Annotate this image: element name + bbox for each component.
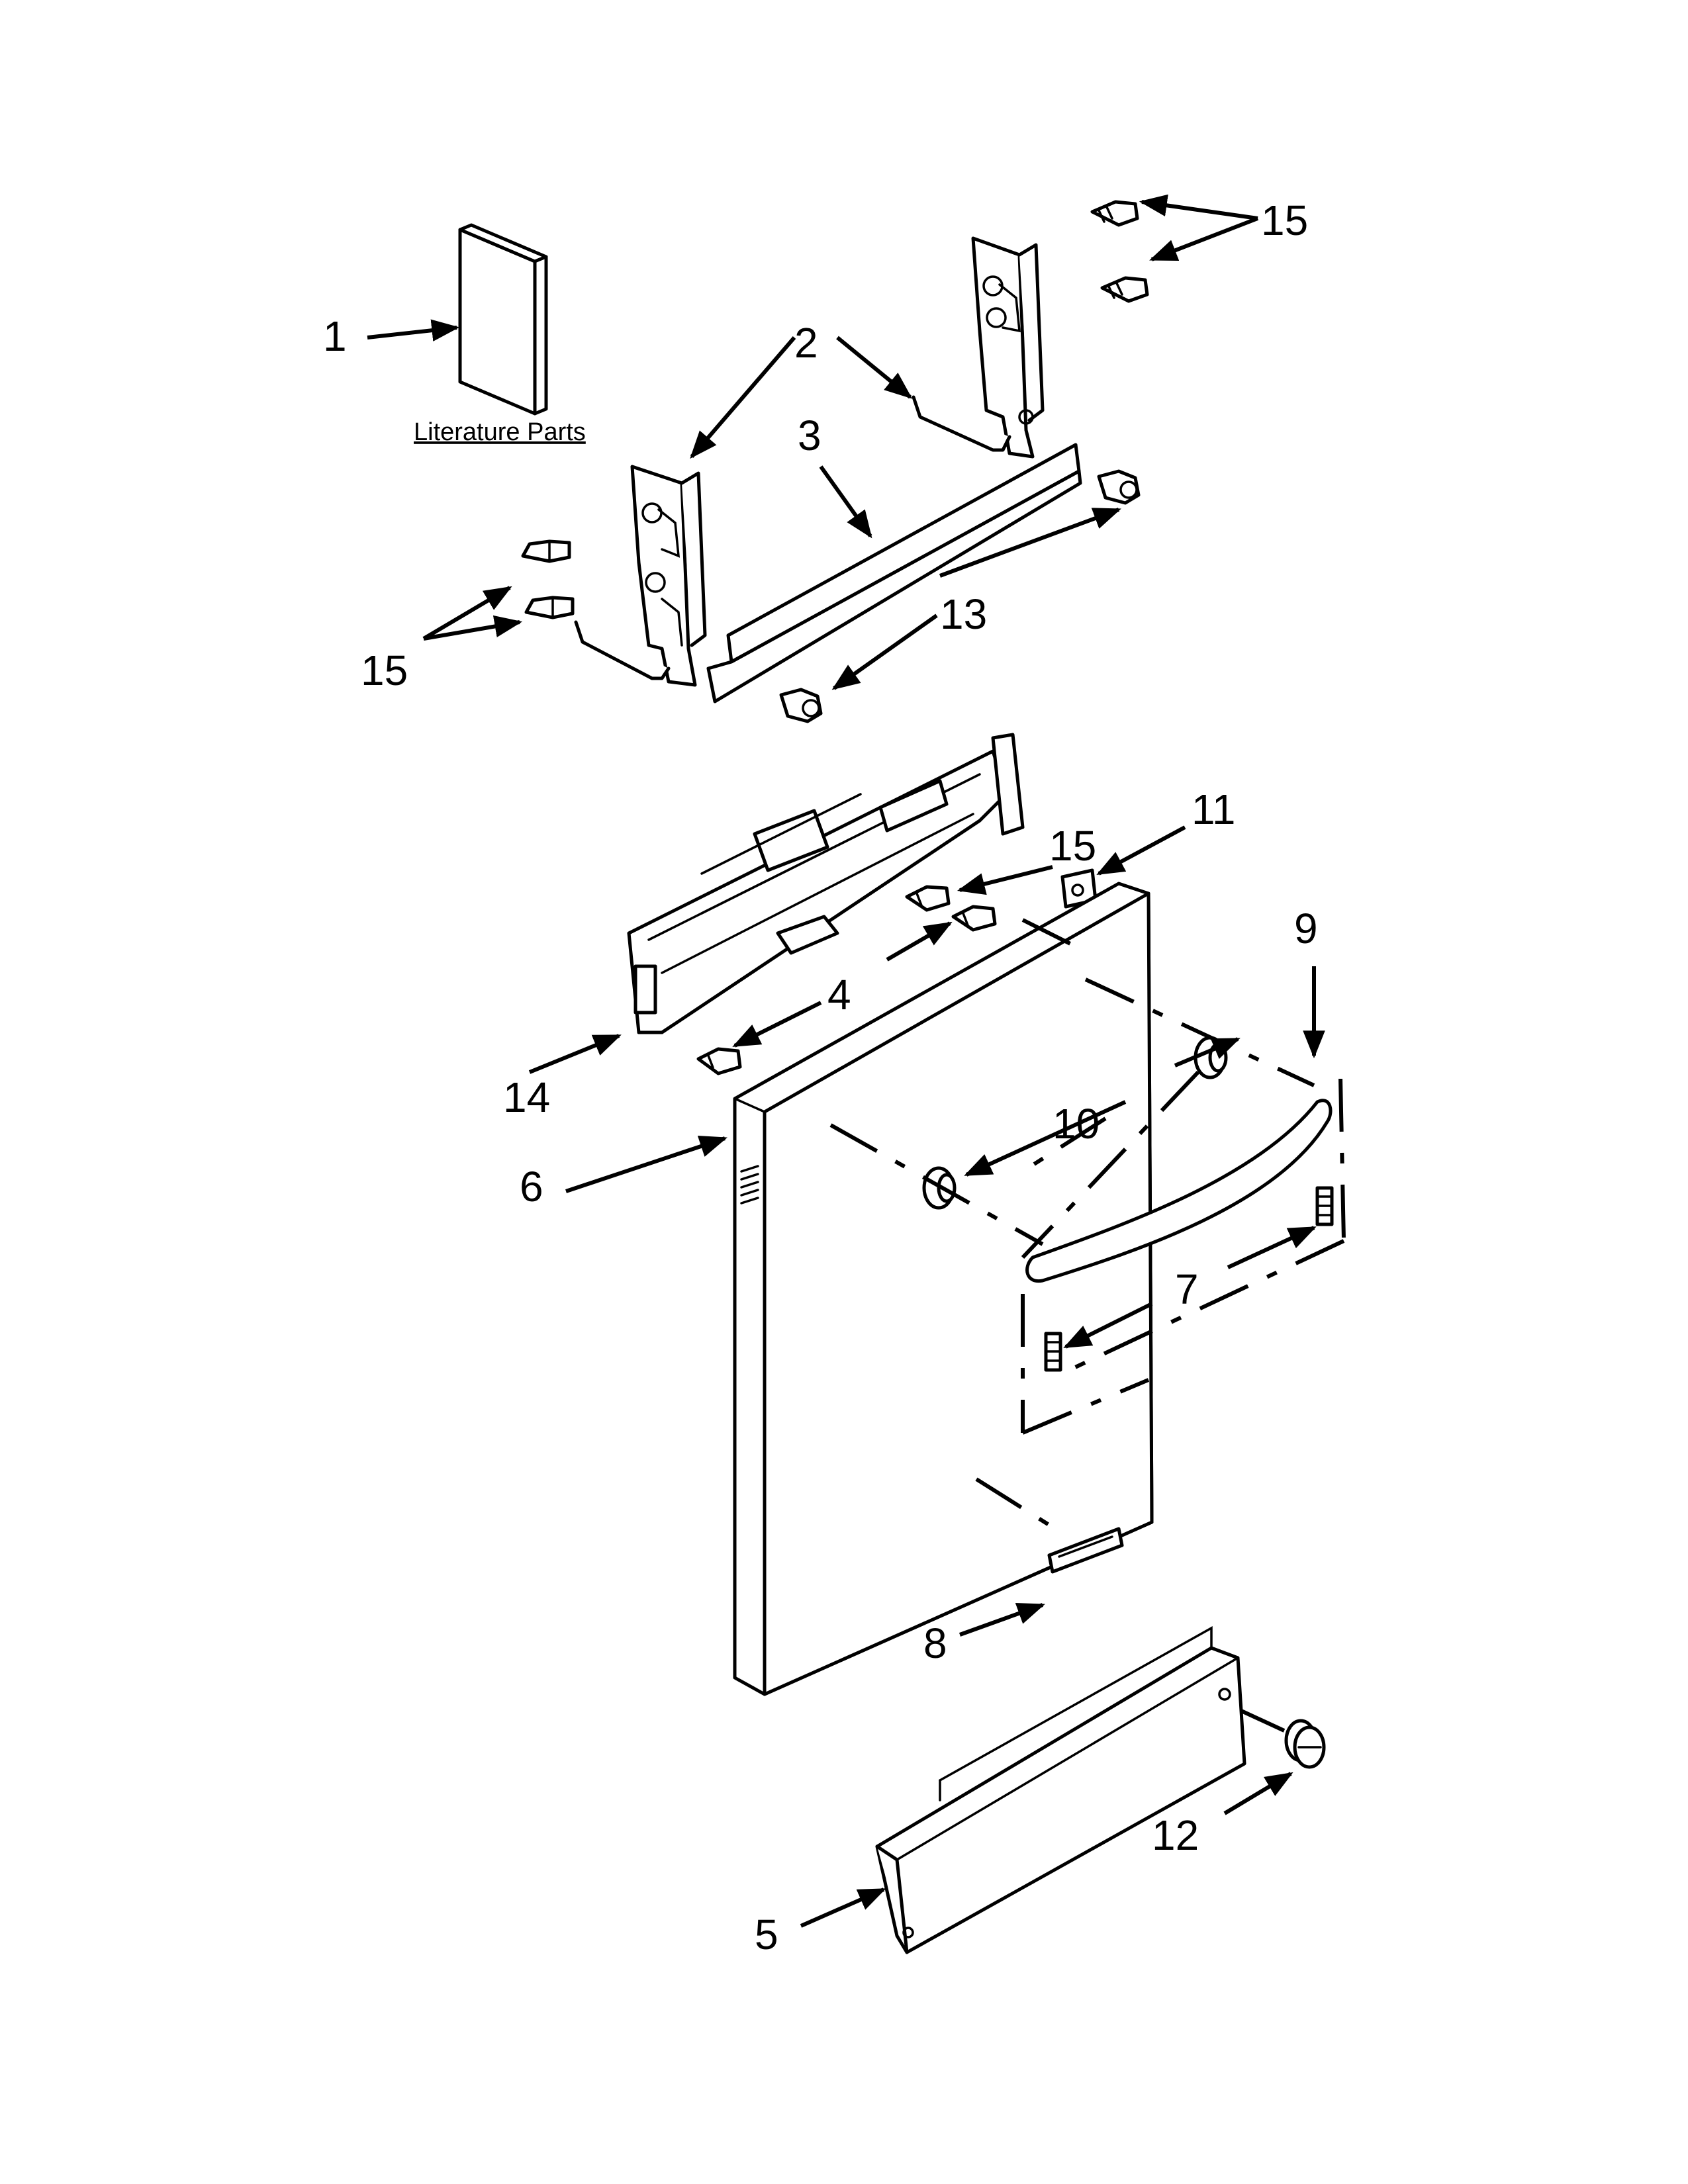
literature-booklet <box>458 223 548 416</box>
leader-arrows <box>367 194 1325 1928</box>
handle-mount-10-lower <box>922 1166 957 1210</box>
set-screw-7-right <box>1315 1186 1334 1226</box>
door-handle <box>1025 1099 1333 1283</box>
screw-15-top-1 <box>1090 200 1139 227</box>
screw-15-top-2 <box>1100 276 1149 303</box>
callout-14: 14 <box>503 1073 550 1121</box>
control-panel-assembly <box>627 733 1025 1034</box>
callout-10: 10 <box>1053 1100 1100 1148</box>
callout-15-top: 15 <box>1261 197 1308 244</box>
callout-7: 7 <box>1175 1265 1199 1313</box>
callout-11: 11 <box>1192 786 1235 833</box>
callout-6: 6 <box>520 1163 543 1210</box>
nameplate <box>1047 1527 1124 1574</box>
toe-panel <box>875 1626 1246 1954</box>
door-vent-slots <box>740 1165 759 1205</box>
callout-labels: 1 2 3 15 15 13 11 15 9 4 10 14 6 7 8 12 … <box>323 197 1318 1958</box>
literature-parts-caption: Literature Parts <box>414 418 586 446</box>
callout-4: 4 <box>827 971 851 1019</box>
assembly-lines <box>829 918 1346 1537</box>
screw-15-left-2 <box>524 596 575 619</box>
screw-13-bottom <box>779 688 823 723</box>
callout-13: 13 <box>940 590 987 638</box>
set-screw-7-left <box>1044 1332 1062 1372</box>
door-panel <box>733 882 1154 1696</box>
callout-2: 2 <box>794 319 818 367</box>
callout-3: 3 <box>798 412 821 459</box>
right-mounting-bracket <box>912 236 1045 459</box>
screw-15-panel <box>905 885 951 912</box>
callout-15-left: 15 <box>361 647 408 694</box>
screw-4-right <box>951 905 997 932</box>
clip-11 <box>1060 868 1098 909</box>
screw-12 <box>1284 1719 1326 1769</box>
left-mounting-bracket <box>574 465 707 687</box>
callout-9: 9 <box>1294 905 1318 952</box>
callout-8: 8 <box>923 1619 947 1667</box>
callout-5: 5 <box>755 1911 778 1958</box>
screw-4-left <box>696 1047 742 1075</box>
screw-15-left-1 <box>521 539 571 563</box>
callout-12: 12 <box>1152 1811 1199 1859</box>
callout-1: 1 <box>323 312 347 360</box>
callout-15-panel: 15 <box>1049 822 1096 870</box>
screw-13-right <box>1097 469 1141 505</box>
mounting-rail <box>706 443 1082 704</box>
